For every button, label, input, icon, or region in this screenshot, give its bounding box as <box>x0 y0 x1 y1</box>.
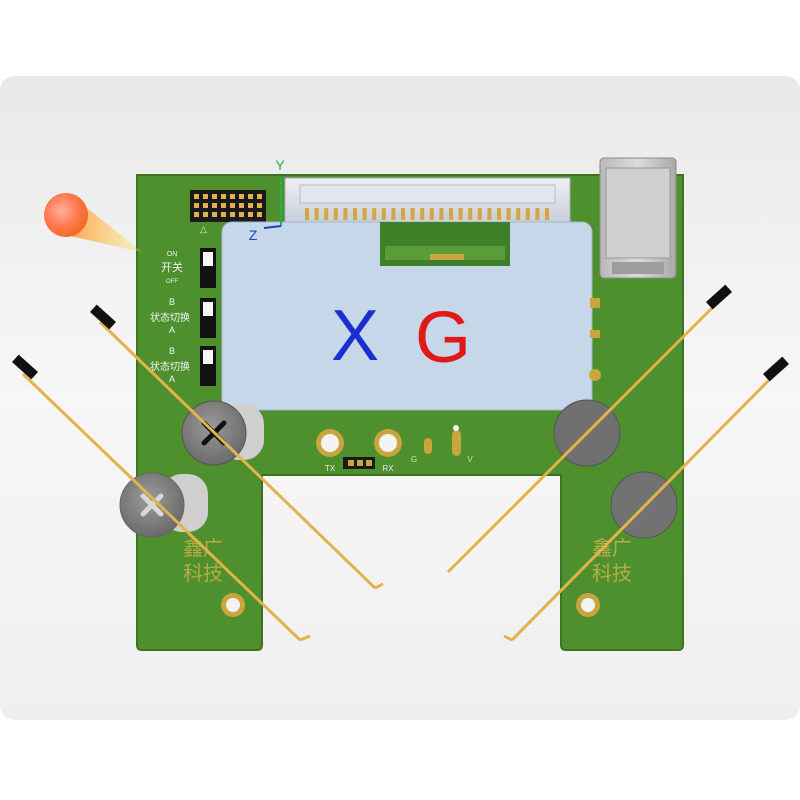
header-pin <box>221 203 226 208</box>
header-pin <box>212 203 217 208</box>
connector-pin <box>477 208 482 220</box>
silk-a1: A <box>169 325 175 335</box>
usb-housing <box>599 157 677 279</box>
silk-v: V <box>467 455 473 464</box>
pin1-triangle-icon: △ <box>200 224 207 234</box>
silk-mode1: 状态切换 <box>150 311 190 324</box>
axis-triad: Y Z <box>249 157 286 243</box>
axis-z-label: Z <box>249 227 258 243</box>
header-pin <box>194 212 199 217</box>
brand-right-line2: 科技 <box>592 562 632 585</box>
connector-pin <box>410 208 415 220</box>
header-pin <box>194 203 199 208</box>
silk-a2: A <box>169 374 175 384</box>
brand-right-line1: 鑫广 <box>592 537 632 560</box>
header-pin <box>221 212 226 217</box>
light-bulb-icon <box>44 193 142 252</box>
mounting-hole-right <box>576 593 600 617</box>
probe-pin-icon <box>446 284 733 574</box>
pad <box>590 330 600 338</box>
rx-pad <box>374 429 402 457</box>
silk-tx: TX <box>325 464 336 473</box>
switch-mode-2[interactable] <box>200 346 216 386</box>
header-pin <box>212 212 217 217</box>
v-pad <box>452 430 461 456</box>
silk-rx: RX <box>382 464 394 473</box>
connector-pin <box>506 208 511 220</box>
connector-pin <box>305 208 309 220</box>
screw-head-icon <box>181 400 264 466</box>
connector-pin <box>420 208 425 220</box>
connector-pin <box>362 208 367 220</box>
header-pin <box>221 194 226 199</box>
pad <box>589 369 601 381</box>
connector-pin <box>333 208 338 220</box>
screen-letter-x: X <box>331 296 379 376</box>
connector-pin <box>525 208 530 220</box>
axis-y-label: Y <box>275 157 285 173</box>
mounting-hole-left <box>221 593 245 617</box>
connector-pin <box>439 208 444 220</box>
header-pin <box>248 212 253 217</box>
header-pin <box>203 203 208 208</box>
connector-pin <box>487 208 492 220</box>
header-pin <box>248 194 253 199</box>
switch-mode-1[interactable] <box>200 298 216 338</box>
header-pin <box>239 203 244 208</box>
connector-pin <box>343 208 348 220</box>
connector-pin <box>458 208 463 220</box>
header-pin <box>230 203 235 208</box>
connector-pin <box>429 208 434 220</box>
connector-pin <box>391 208 396 220</box>
header-pin <box>239 194 244 199</box>
connector-pin <box>401 208 405 220</box>
probe-pin-icon <box>89 304 384 590</box>
connector-pin <box>535 208 540 220</box>
header-pin <box>248 203 253 208</box>
connector-pin <box>381 208 386 220</box>
header-pin <box>257 212 262 217</box>
g-pad <box>424 438 432 454</box>
pin-header <box>190 190 266 222</box>
header-pin <box>194 194 199 199</box>
header-pin <box>257 194 262 199</box>
connector-pin <box>353 208 357 220</box>
connector-pin <box>324 208 329 220</box>
header-pin <box>239 212 244 217</box>
silk-mode2: 状态切换 <box>150 360 190 373</box>
header-pin <box>212 194 217 199</box>
connector-pin <box>545 208 549 220</box>
screw-head-icon <box>119 472 208 538</box>
header-pin <box>230 212 235 217</box>
silk-b1: B <box>169 297 175 307</box>
silk-g: G <box>411 455 417 464</box>
pad <box>590 298 600 308</box>
silk-on: ON <box>167 251 178 258</box>
fpc-connector <box>284 177 571 223</box>
brand-left-line2: 科技 <box>183 562 223 585</box>
connector-pin <box>497 208 501 220</box>
switch-on-off[interactable] <box>200 248 216 288</box>
silk-switch: 开关 <box>161 260 183 274</box>
header-pin <box>203 212 208 217</box>
silk-b2: B <box>169 346 175 356</box>
screen-letter-g: G <box>415 298 471 378</box>
probe-pin-icon <box>503 356 790 642</box>
connector-pin <box>314 208 319 220</box>
connector-pin <box>449 208 453 220</box>
connector-pin <box>372 208 377 220</box>
header-pin <box>230 194 235 199</box>
header-pin <box>203 194 208 199</box>
header-pin <box>257 203 262 208</box>
connector-pin <box>468 208 473 220</box>
probe-pin-icon <box>11 354 311 642</box>
tx-pad <box>316 429 344 457</box>
silk-off: OFF <box>166 279 178 285</box>
connector-pin <box>516 208 521 220</box>
